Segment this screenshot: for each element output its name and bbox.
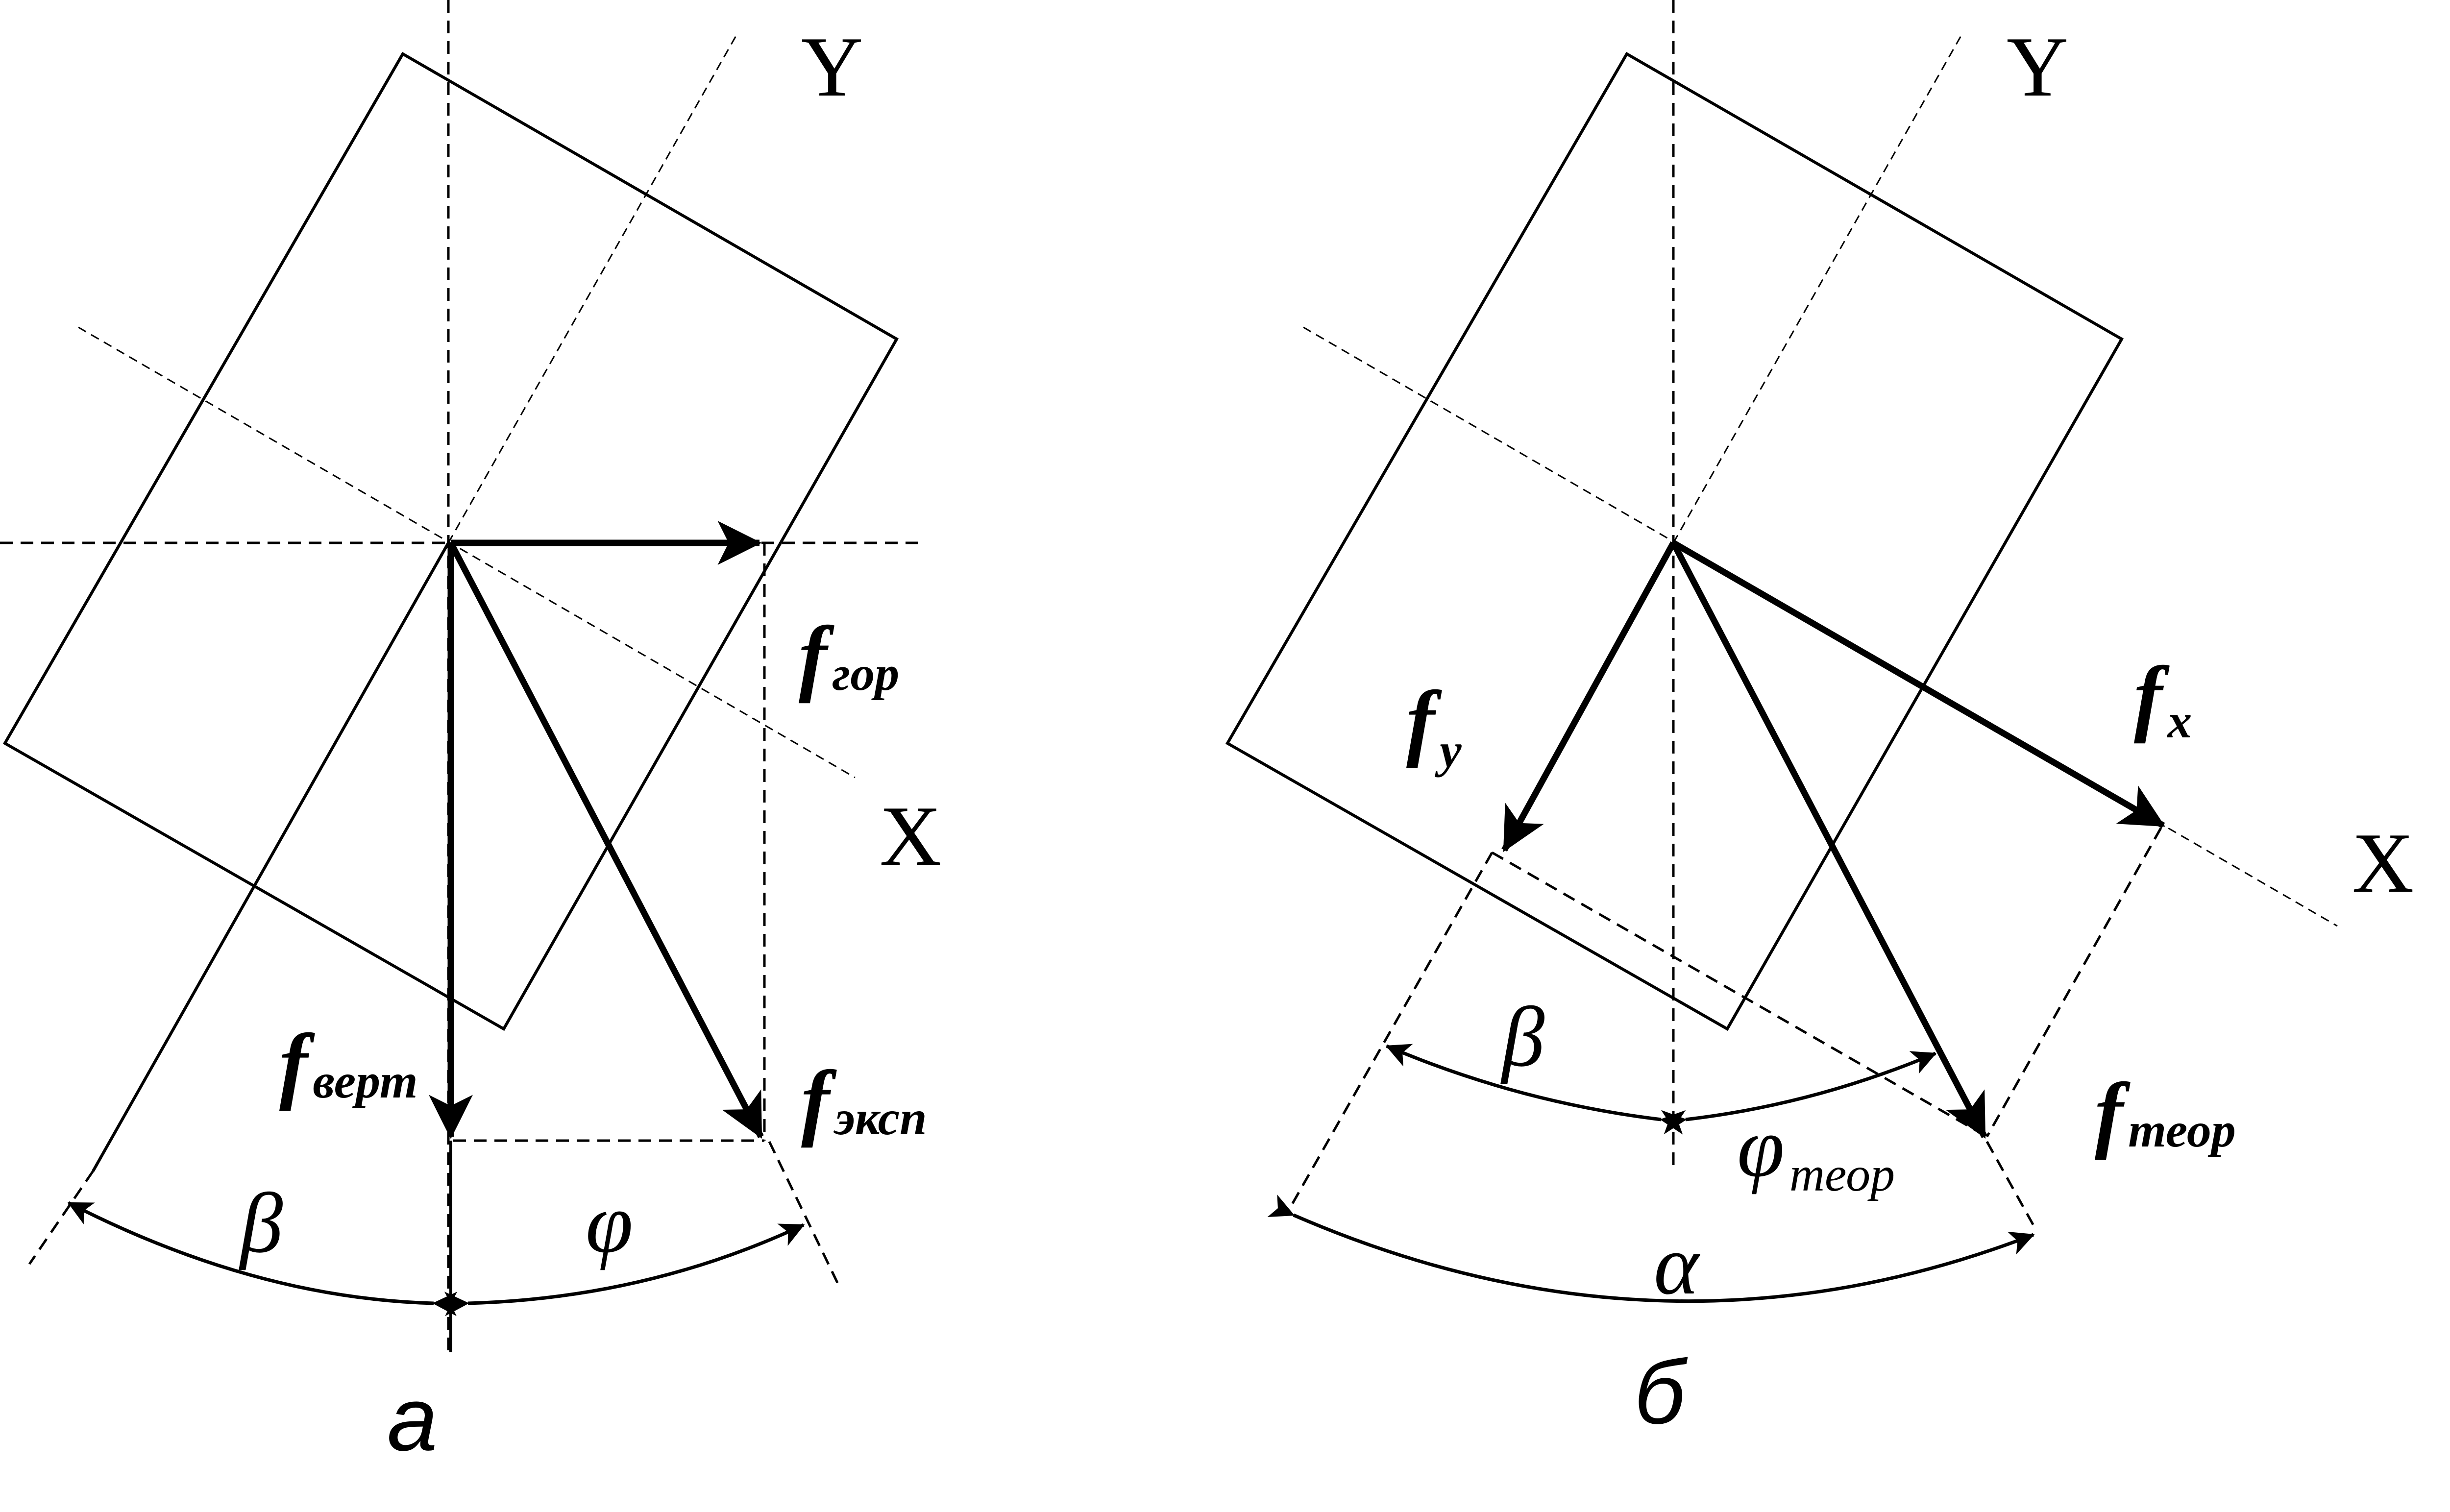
force-x-arrow: [1671, 540, 2165, 829]
x-axis-b: [1303, 326, 2338, 927]
caption-b: б: [1634, 1342, 1688, 1443]
beta-arc-b: [1385, 1044, 1686, 1135]
beta-label-a: β: [239, 1175, 283, 1270]
x-axis-a: [78, 326, 856, 779]
y-axis-a: [447, 33, 738, 543]
beta-reference-ext-b: [1287, 852, 1494, 1211]
body-rectangle-a: [2, 51, 899, 1031]
axis-x-label-b: X: [2352, 815, 2414, 910]
caption-a: а: [387, 1369, 438, 1470]
body-rectangle-b: [1225, 51, 2124, 1031]
alpha-label-b: α: [1654, 1217, 1700, 1312]
construction-fx-b: [1985, 827, 2162, 1138]
alpha-arc-b: [1267, 1195, 2035, 1303]
phi-label-a: φ: [586, 1175, 633, 1270]
phi-reference-ext-a: [768, 1141, 839, 1285]
beta-label-b: β: [1500, 989, 1544, 1084]
axis-y-label-b: Y: [2007, 19, 2068, 114]
force-y-arrow: [1501, 541, 1676, 852]
y-axis-b: [1672, 33, 1963, 543]
alpha-reference-ext-b: [1985, 1141, 2037, 1231]
beta-reference-ext-a: [28, 1170, 95, 1265]
beta-arc-a: [67, 1201, 458, 1317]
axis-y-label-a: Y: [801, 19, 863, 114]
axis-x-label-a: X: [880, 788, 941, 883]
beta-reference-line-a: [92, 542, 450, 1172]
force-theor-arrow: [1670, 541, 1987, 1139]
force-exp-arrow: [448, 541, 764, 1139]
phi-arc-a: [444, 1223, 805, 1317]
phi-theor-arc-b: [1661, 1051, 1937, 1135]
